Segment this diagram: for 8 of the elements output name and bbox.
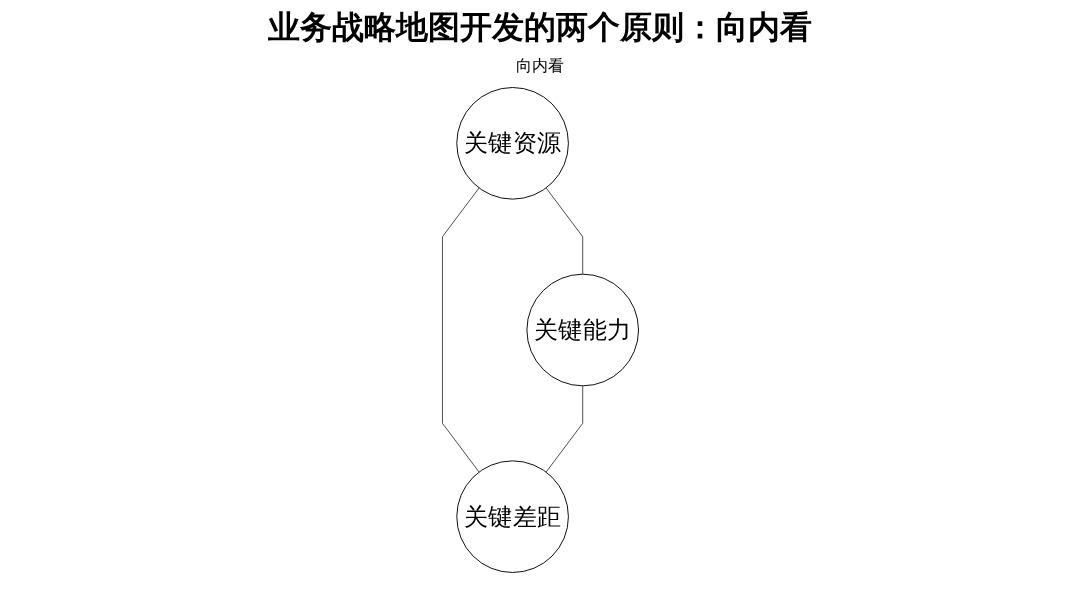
title: 业务战略地图开发的两个原则：向内看 bbox=[268, 7, 812, 48]
connector bbox=[545, 187, 583, 275]
node-circle: 关键能力 bbox=[525, 273, 639, 387]
node-circle: 关键差距 bbox=[455, 460, 569, 573]
center-label: 向内看 bbox=[516, 56, 564, 77]
connector bbox=[545, 385, 583, 473]
node-circle: 关键资源 bbox=[455, 87, 569, 200]
connector bbox=[441, 187, 480, 473]
